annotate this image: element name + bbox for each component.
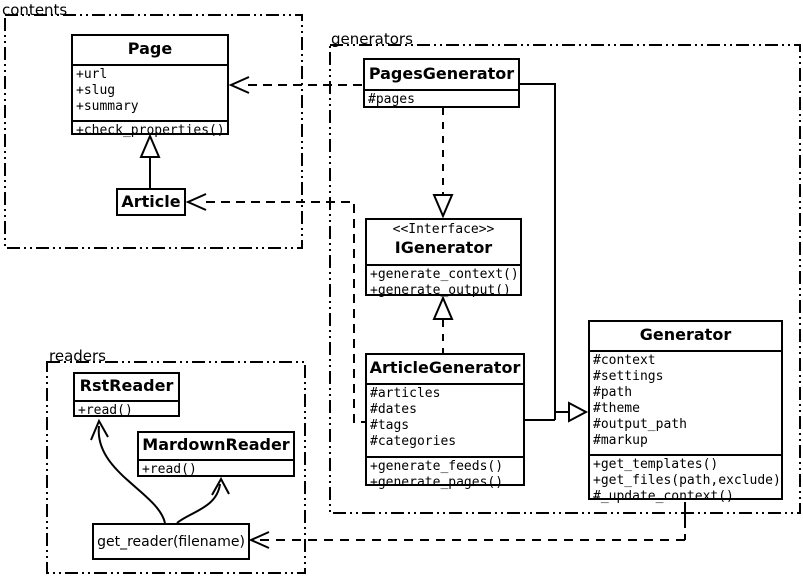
arrow-getreader-to-rstreader [90, 418, 166, 524]
class-articlegenerator-attributes: #articles #dates #tags #categories [367, 385, 523, 458]
attribute: +url [76, 67, 108, 82]
class-pagesgenerator-attributes: #pages [365, 91, 518, 109]
method: +generate_context() [370, 267, 519, 282]
class-page-methods: +check_properties() [73, 122, 227, 140]
interface-stereotype: <<Interface>> [392, 222, 495, 237]
method: +generate_output() [370, 283, 511, 298]
interface-igenerator-header: <<Interface>> IGenerator [367, 220, 520, 266]
attribute: #context [593, 353, 656, 368]
generators-package-label: generators [331, 30, 413, 48]
class-mardownreader-title: MardownReader [139, 433, 293, 461]
attribute: +summary [76, 99, 139, 114]
interface-igenerator-title: IGenerator [394, 238, 493, 257]
dependency-pagesgenerator-to-page [228, 76, 363, 94]
method: +get_templates() [593, 457, 719, 472]
inheritance-to-generator [520, 83, 589, 423]
class-rstreader: RstReader +read() [73, 372, 180, 420]
contents-package-label: contents [2, 1, 68, 19]
class-mardownreader-methods: +read() [139, 461, 293, 479]
readers-package-border [46, 361, 306, 574]
attribute: #tags [370, 418, 410, 433]
method: +check_properties() [76, 123, 225, 138]
class-article-title: Article [121, 192, 181, 211]
interface-igenerator: <<Interface>> IGenerator +generate_conte… [365, 218, 522, 298]
class-page-attributes: +url +slug +summary [73, 66, 227, 122]
attribute: #output_path [593, 417, 687, 432]
attribute: #settings [593, 369, 664, 384]
class-articlegenerator-methods: +generate_feeds() +generate_pages() [367, 458, 523, 492]
class-articlegenerator: ArticleGenerator #articles #dates #tags … [365, 353, 525, 490]
attribute: #path [593, 385, 633, 400]
dependency-generator-to-getreader [248, 502, 686, 549]
method: +generate_feeds() [370, 459, 504, 474]
realization-pagesgenerator-to-igenerator [432, 108, 454, 219]
class-generator-methods: +get_templates() +get_files(path,exclude… [590, 456, 781, 506]
method: +read() [78, 403, 133, 418]
class-rstreader-title: RstReader [75, 374, 178, 402]
class-pagesgenerator: PagesGenerator #pages [363, 58, 520, 108]
attribute: #categories [370, 434, 457, 449]
attribute: #pages [368, 92, 415, 107]
class-article: Article [116, 188, 186, 216]
class-pagesgenerator-title: PagesGenerator [365, 60, 518, 91]
generators-package-border [329, 44, 801, 514]
method: +read() [142, 462, 197, 477]
class-page: Page +url +slug +summary +check_properti… [71, 34, 229, 138]
method: +generate_pages() [370, 475, 504, 490]
readers-package-label: readers [49, 347, 106, 365]
attribute: +slug [76, 83, 116, 98]
method: +get_files(path,exclude) [593, 473, 781, 488]
class-generator: Generator #context #settings #path #them… [588, 320, 783, 504]
dependency-articlegenerator-to-article [185, 193, 365, 423]
class-articlegenerator-title: ArticleGenerator [367, 355, 523, 385]
attribute: #dates [370, 402, 417, 417]
class-page-title: Page [73, 36, 227, 66]
class-generator-title: Generator [590, 322, 781, 352]
attribute: #markup [593, 433, 648, 448]
realization-articlegenerator-to-igenerator [432, 295, 454, 353]
attribute: #articles [370, 386, 441, 401]
class-rstreader-methods: +read() [75, 402, 178, 420]
interface-igenerator-methods: +generate_context() +generate_output() [367, 266, 520, 300]
class-mardownreader: MardownReader +read() [137, 431, 295, 477]
attribute: #theme [593, 401, 640, 416]
get-reader-label: get_reader(filename) [97, 533, 245, 550]
contents-package-border [4, 14, 303, 249]
inheritance-article-to-page [139, 133, 161, 188]
method: #_update_context() [593, 489, 734, 504]
arrow-getreader-to-mardownreader [176, 476, 230, 524]
class-generator-attributes: #context #settings #path #theme #output_… [590, 352, 781, 456]
get-reader-box: get_reader(filename) [92, 523, 250, 560]
